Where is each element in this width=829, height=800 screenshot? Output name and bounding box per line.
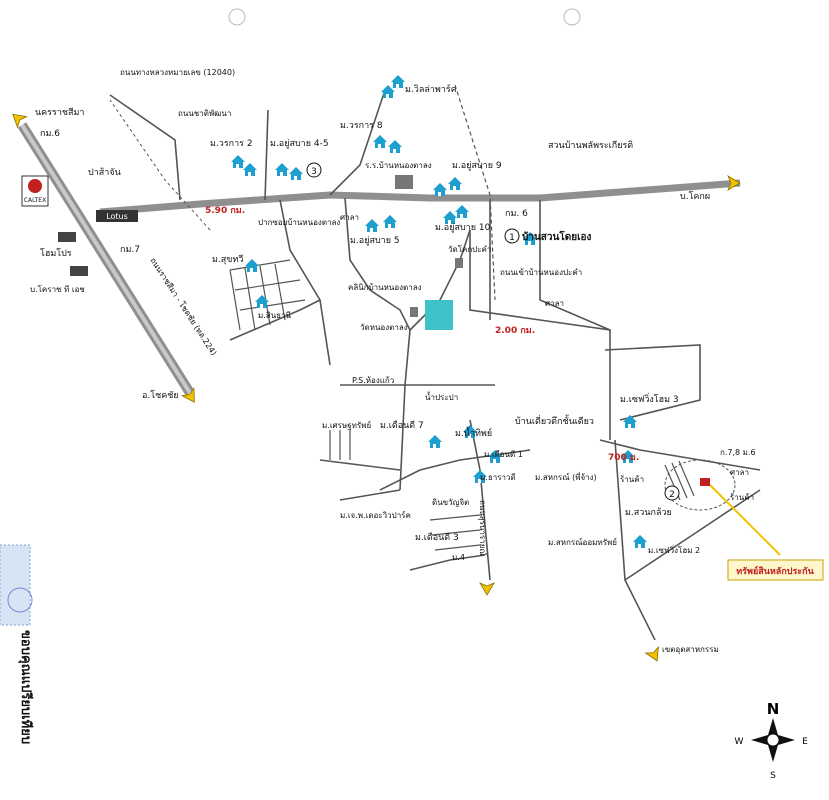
village-grid-duangdee (329, 430, 695, 551)
village-setthasap: ม.เศรษฐทรัพย์ (322, 420, 371, 430)
village-sunbee: ม.สุขทวี (212, 254, 243, 265)
village-sahakorn-ruam: ม.สหกรณ์ออมทรัพย์ (548, 537, 617, 547)
chokchai-label: อ.โชคชัย (142, 390, 179, 401)
wat-nong-label: วัดหนองตาลง (360, 323, 408, 332)
suan-area-label: สวนบ้านพลัพระเกียรติ (548, 140, 633, 151)
sala3-label: ศาลา (730, 468, 749, 477)
shop1-label: ร้านค้า (620, 475, 644, 484)
pa-sam-chan-label: ปาส้าจัน (88, 167, 121, 178)
lotus-sign (96, 210, 138, 222)
village-worakan8: ม.วรการ 8 (340, 121, 383, 131)
homepro-label: โฮมโปร (40, 248, 72, 259)
km6-right-label: กม. 6 (505, 209, 528, 219)
clinic2-label: ดินขวัญจิต (432, 498, 469, 507)
punch-hole (563, 8, 581, 26)
ban-suan-label: บ้านสวนโดยเอง (522, 230, 592, 243)
shop2-label: ร้านค้า (730, 493, 754, 502)
wat-rai-label: วัดโคกปะคำ (448, 244, 491, 254)
ban-sunthan-label: บ้านเดี่ยวตึกชั้นเดียว (515, 414, 594, 427)
brake-label: บ.โคราช ที เอช (30, 284, 85, 294)
ps-health-label: P.S.ห้องแก้ว (352, 376, 394, 385)
pond (425, 300, 453, 330)
side-vertical-text: ขอบคุณแปรียบเทียบ (18, 630, 34, 744)
km6-label: กม.6 (40, 129, 60, 139)
temple-icon (455, 258, 463, 268)
dist-5km-label: 5.90 กม. (205, 206, 245, 216)
village-yoosabai45: ม.อยู่สบาย 4-5 (270, 139, 329, 149)
boundary-dashed (454, 84, 496, 301)
village-duangdee1: ม.เดือนดี 1 (484, 450, 523, 459)
boundary-dashed-2 (109, 99, 211, 231)
hwy-12040-label: ถนนทางหลวงหมายเลข (12040) (120, 68, 235, 77)
collateral-marker (700, 478, 710, 486)
arrow-industrial (645, 646, 664, 665)
nong-yang-rd-label: ถนนชาติพัฒนา (178, 109, 231, 118)
highway-main (99, 179, 741, 216)
stamp-circle (7, 587, 33, 613)
village-zeeno3: ม.เซฟวิ่งโฮม 3 (620, 392, 679, 405)
caltex-logo: CALTEX (21, 175, 49, 207)
marker-circles: 1 2 3 (306, 162, 680, 501)
to-ban-phrao-label: ถนนเข้าบ้านหนองปะคำ (500, 268, 582, 277)
stamp (0, 544, 31, 626)
village-duangdee7: ม.เดือนดี 7 (380, 420, 424, 431)
brake-building (70, 266, 88, 276)
hospital-road-label: ถนนสุรนารายณ์ (478, 500, 488, 556)
marker-3: 3 (311, 167, 317, 177)
marker-1: 1 (509, 233, 515, 243)
collateral-area (664, 459, 736, 511)
industrial-label: เขตอุตสาหกรรม (662, 645, 719, 654)
marker-2: 2 (669, 490, 675, 500)
compass-e: E (802, 737, 808, 747)
km7-label: กม.7 (120, 245, 140, 255)
village-yoosabai9: ม.อยู่สบาย 9 (452, 161, 502, 171)
village-namthip: ม.น้ำทิพย์ (455, 426, 492, 439)
arrow-south (479, 582, 495, 596)
village-worakan2: ม.วรการ 2 (210, 139, 253, 149)
village-mc-ps: ม.เจ.พ.เดอะวิวปาร์ค (340, 510, 411, 520)
village-wararak: ม.ธาราวดี (480, 473, 516, 482)
village-grid-sunbee (229, 259, 306, 331)
village-suan-kluay: ม.สวนกล้วย (625, 507, 672, 518)
highway-diagonal-center (20, 123, 192, 395)
temple-icon (395, 175, 413, 189)
homepro-building (58, 232, 76, 242)
compass-s: S (770, 771, 776, 781)
compass: N S E W (735, 700, 809, 781)
dist-2km-label: 2.00 กม. (495, 326, 535, 336)
dist-700m-label: 700 ม. (608, 453, 639, 463)
km78-label: ก.7,8 ม.6 (720, 448, 756, 457)
compass-w: W (735, 737, 744, 747)
sala-label: ศาลา (340, 213, 359, 222)
lotus-label: Lotus (106, 212, 128, 221)
school-label: ร.ร.บ้านหนองตาลง (365, 161, 432, 170)
soi-label: ปากซอยบ้านหนองตาลง (258, 218, 340, 227)
local-roads (109, 89, 761, 641)
svg-text:CALTEX: CALTEX (24, 197, 46, 204)
water-label: น้ำประปา (425, 391, 458, 402)
village-sahakorn: ม.สหกรณ์ (พี่จ้าง) (535, 471, 597, 482)
village-villa-park: ม.วิลล่าพาร์ค (405, 83, 457, 95)
collateral-pointer (704, 479, 781, 556)
village-sinthani: ม.สินธานี (258, 311, 292, 320)
collateral-callout (727, 559, 824, 581)
ban-khok-label: บ.โคกผ (680, 191, 710, 202)
sala2-label: ศาลา (545, 299, 564, 308)
punch-hole (228, 8, 246, 26)
village-yoosabai5: ม.อยู่สบาย 5 (350, 236, 400, 246)
village-duangdee4: ม.4 (452, 553, 465, 562)
collateral-label: ทรัพย์สินหลักประกัน (736, 565, 814, 577)
village-duangdee3: ม.เดือนดี 3 (415, 532, 459, 543)
temple-icon (410, 307, 418, 317)
compass-n: N (767, 700, 780, 718)
village-zeeno2: ม.เซฟวิ่งโฮม 2 (648, 544, 700, 555)
clinic-label: คลินิกบ้านหนองตาลง (348, 283, 422, 292)
nakhon-label: นครราชสีมา (35, 107, 84, 118)
village-yoosabai10: ม.อยู่สบาย 10 (435, 223, 491, 233)
